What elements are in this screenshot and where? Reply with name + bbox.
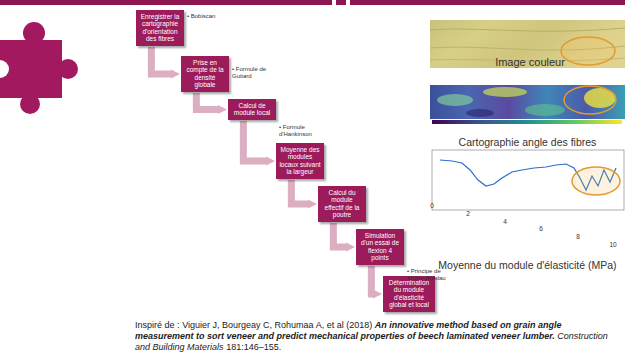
flow-arrow [243, 121, 266, 161]
process-box: Prise en compte de la densité globale [181, 56, 229, 92]
axis-tick: 0 [426, 202, 438, 210]
flow-arrow [196, 93, 218, 110]
citation: Inspiré de :Viguier J, Bourgeay C, Rohum… [135, 320, 620, 353]
puzzle-icon [0, 22, 78, 114]
modulus-plot [432, 150, 624, 210]
axis-tick: 2 [462, 210, 474, 218]
header-bar [0, 0, 625, 5]
step-text: Enregistrer la cartographie d'orientatio… [139, 13, 181, 43]
panel-title: Moyenne du module d'élasticité (MPa) [430, 259, 625, 272]
method-note: • Bobiscan [187, 13, 237, 20]
method-note: • Formule de Guitard [232, 66, 276, 80]
panel-title: Image couleur [440, 56, 620, 69]
axis-tick: 6 [535, 225, 547, 233]
axis-tick: 10 [606, 241, 620, 249]
citation-part: 181:146–155. [226, 342, 281, 352]
step-text: Calcul du module effectif de la poutre [321, 189, 363, 219]
panel-title: Cartographie angle des fibres [430, 136, 625, 149]
step-text: Détermination du module d'élasticité glo… [386, 279, 432, 309]
axis-tick: 8 [572, 233, 584, 241]
flow-arrow [151, 47, 171, 74]
step-text: Moyenne des modules locaux suivant la la… [279, 146, 321, 176]
process-box: Calcul de module local [228, 99, 276, 120]
method-note: • Formule d'Hankinson [279, 124, 329, 138]
step-text: Prise en compte de la densité globale [184, 59, 226, 89]
flow-arrow [371, 266, 373, 294]
axis-tick: 4 [499, 218, 511, 226]
process-box: Moyenne des modules locaux suivant la la… [276, 143, 324, 179]
citation-part: Viguier J, Bourgeay C, Rohumaa A, et al … [182, 320, 372, 330]
process-box: Simulation d'un essai de flexion 4 point… [356, 229, 404, 265]
flow-arrow [333, 223, 346, 247]
flow-arrow [291, 180, 308, 204]
process-box: Calcul du module effectif de la poutre [318, 186, 366, 222]
process-box: Détermination du module d'élasticité glo… [383, 276, 435, 312]
fibre-angle-map [430, 85, 625, 124]
citation-part: Inspiré de : [135, 320, 180, 330]
step-text: Calcul de module local [231, 102, 273, 117]
process-box: Enregistrer la cartographie d'orientatio… [136, 10, 184, 46]
step-text: Simulation d'un essai de flexion 4 point… [359, 232, 401, 262]
